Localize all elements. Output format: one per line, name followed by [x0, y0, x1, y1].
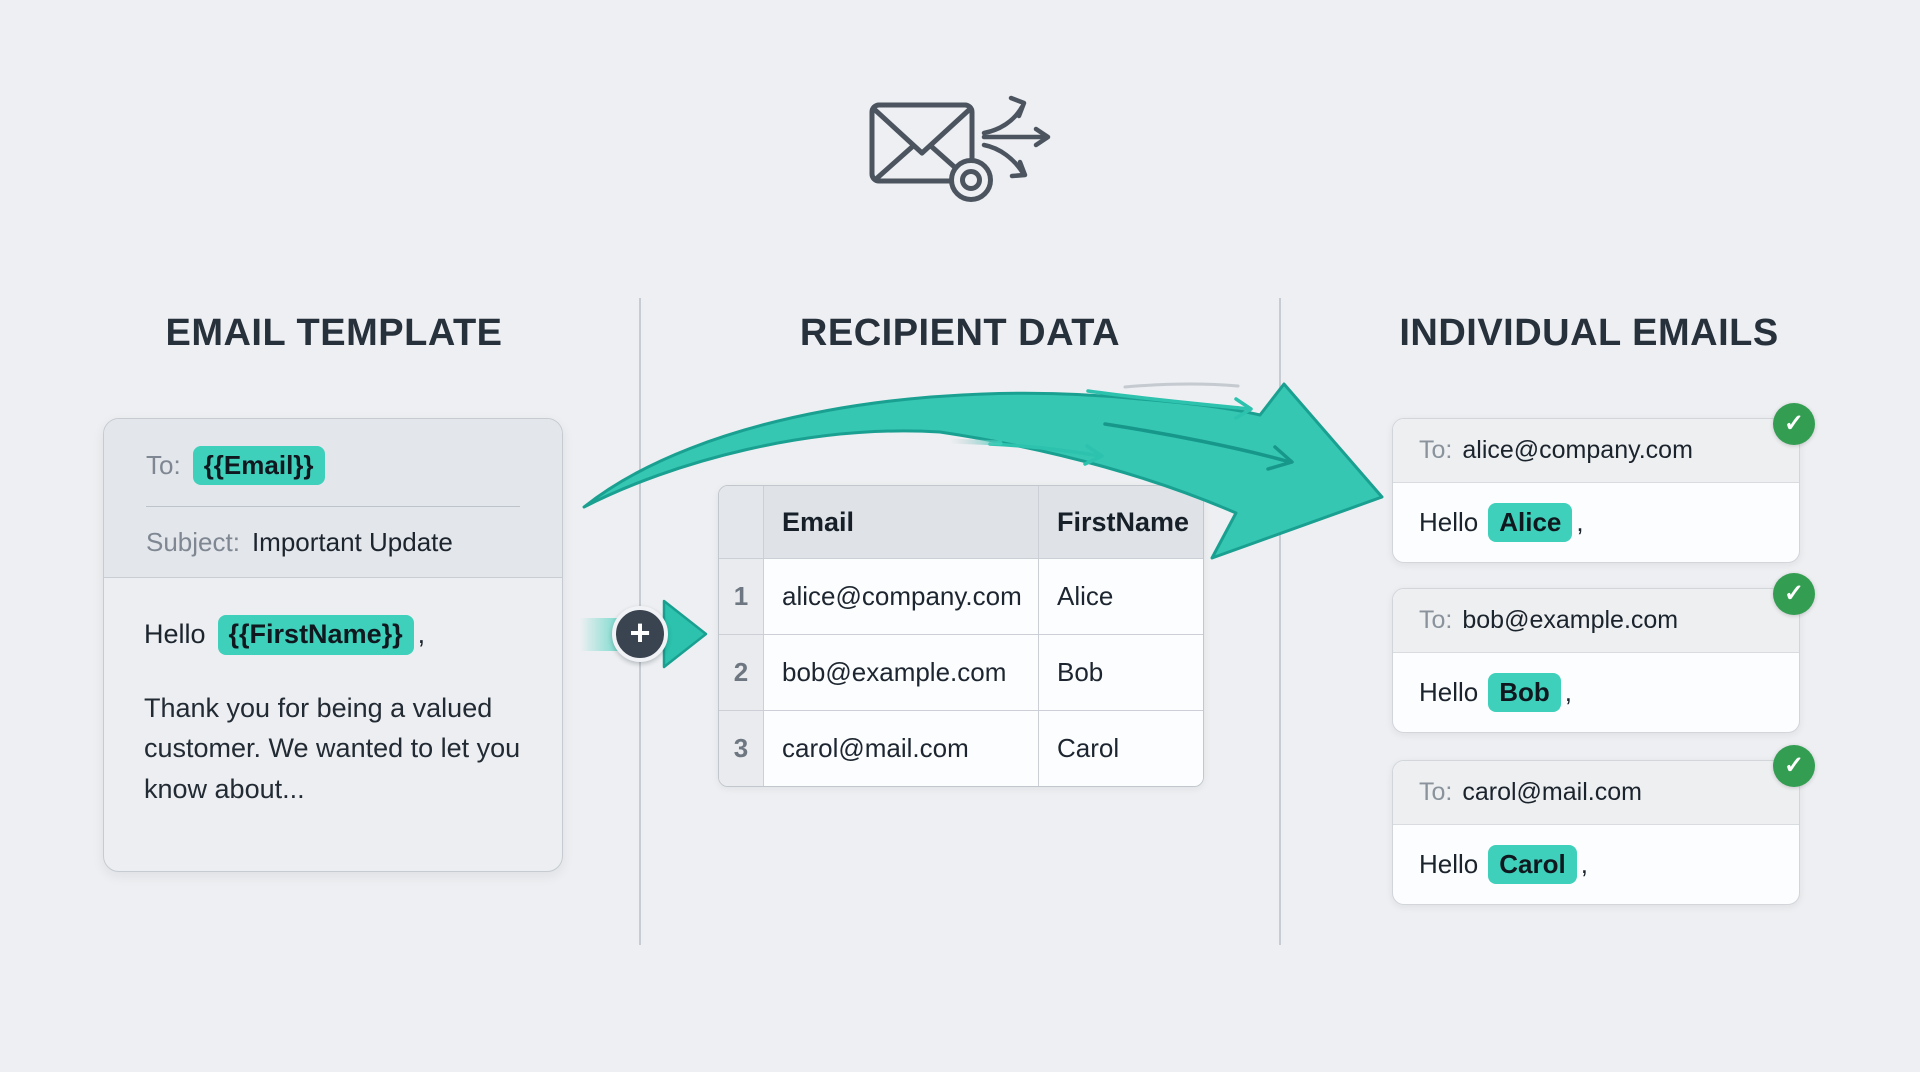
section-title-individual-emails: INDIVIDUAL EMAILS	[1399, 312, 1779, 354]
to-label: To:	[146, 449, 181, 480]
sent-check-badge: ✓	[1773, 573, 1815, 615]
section-divider-right	[1279, 298, 1281, 945]
sent-check-badge: ✓	[1773, 403, 1815, 445]
row-number-cell: 3	[719, 711, 764, 786]
column-header-firstname: FirstName	[1039, 486, 1203, 559]
inner-flow-arrow	[1103, 422, 1294, 471]
row-number-cell: 1	[719, 559, 764, 635]
firstname-cell: Carol	[1039, 711, 1203, 786]
header-divider	[146, 505, 520, 507]
row-number-cell: 2	[719, 635, 764, 711]
greeting-comma: ,	[1576, 507, 1584, 537]
section-title-email-template: EMAIL TEMPLATE	[165, 312, 503, 354]
template-card-body: Hello {{FirstName}} , Thank you for bein…	[104, 578, 562, 809]
firstname-token-chip: {{FirstName}}	[217, 615, 414, 655]
check-icon: ✓	[1783, 752, 1805, 779]
name-chip: Carol	[1488, 845, 1577, 884]
check-icon: ✓	[1783, 410, 1805, 437]
greeting-comma: ,	[1564, 677, 1573, 707]
mail-merge-icon	[869, 95, 1051, 202]
individual-email-card: ✓ To: carol@mail.com Hello Carol ,	[1392, 745, 1815, 905]
gear-icon	[949, 158, 993, 202]
email-cell: alice@company.com	[764, 559, 1039, 635]
to-label: To:	[1419, 606, 1453, 634]
speed-line	[947, 438, 1003, 446]
email-token-chip: {{Email}}	[192, 446, 325, 485]
name-chip: Alice	[1488, 503, 1573, 542]
fanout-arrows-icon	[981, 95, 1051, 179]
greeting-text: Hello	[1419, 677, 1479, 707]
individual-email-card: ✓ To: bob@example.com Hello Bob ,	[1392, 573, 1815, 733]
template-card-header: To: {{Email}} Subject: Important Update	[104, 419, 562, 578]
plus-icon: +	[629, 611, 651, 653]
subject-label: Subject:	[146, 526, 240, 557]
email-cell: bob@example.com	[764, 635, 1039, 711]
firstname-cell: Bob	[1039, 635, 1203, 711]
envelope-icon	[869, 102, 975, 184]
check-icon: ✓	[1783, 580, 1805, 607]
column-header-email: Email	[764, 486, 1039, 559]
recipient-table: Email FirstName 1 alice@company.com Alic…	[718, 485, 1204, 787]
to-value: bob@example.com	[1462, 606, 1679, 634]
email-template-card: To: {{Email}} Subject: Important Update …	[103, 418, 563, 872]
subject-value: Important Update	[251, 526, 453, 557]
merge-plus-badge: +	[612, 606, 668, 662]
greeting-text: Hello	[1419, 849, 1479, 879]
greeting-comma: ,	[417, 619, 426, 650]
to-value: alice@company.com	[1462, 436, 1693, 464]
email-cell: carol@mail.com	[764, 711, 1039, 786]
thin-arrow-top	[1086, 389, 1253, 420]
speed-line	[1123, 382, 1240, 389]
sent-check-badge: ✓	[1773, 745, 1815, 787]
to-label: To:	[1419, 436, 1453, 464]
to-label: To:	[1419, 778, 1453, 806]
greeting-comma: ,	[1580, 849, 1588, 879]
greeting-text: Hello	[144, 619, 206, 650]
individual-email-card: ✓ To: alice@company.com Hello Alice ,	[1392, 403, 1815, 563]
template-body-text: Thank you for being a valued customer. W…	[144, 692, 521, 804]
table-corner-cell	[719, 486, 764, 559]
merge-arrowhead	[662, 599, 708, 669]
thin-arrow-bottom	[988, 442, 1104, 466]
greeting-text: Hello	[1419, 507, 1479, 537]
name-chip: Bob	[1488, 673, 1561, 712]
firstname-cell: Alice	[1039, 559, 1203, 635]
to-value: carol@mail.com	[1462, 778, 1642, 806]
section-title-recipient-data: RECIPIENT DATA	[799, 312, 1121, 354]
